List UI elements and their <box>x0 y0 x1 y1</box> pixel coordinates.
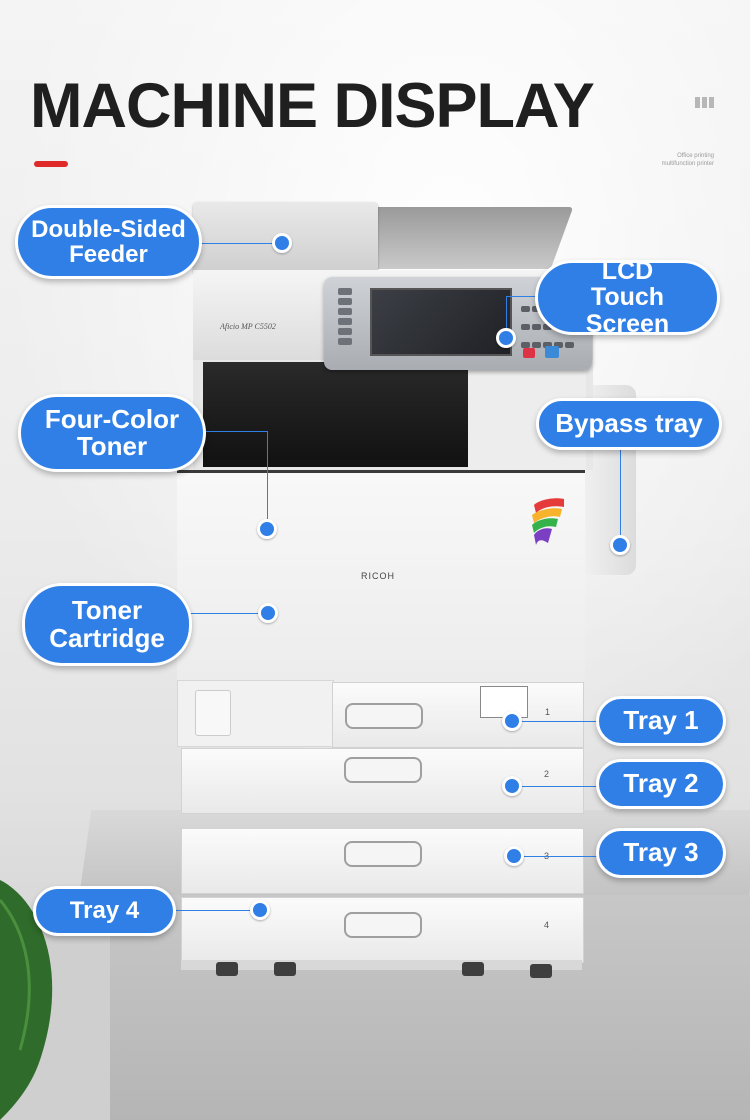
paper-tray-4: 4 <box>181 897 584 963</box>
callout-toner-cartridge[interactable]: Toner Cartridge <box>22 583 192 666</box>
feeder-connector-line <box>200 243 282 244</box>
tray-4-handle <box>344 912 422 938</box>
lcd-dot-icon[interactable] <box>496 328 516 348</box>
left-inset <box>195 690 231 736</box>
plant-leaf-icon <box>0 880 53 1120</box>
tray-4-number: 4 <box>544 920 550 930</box>
tray-1-sticker <box>480 686 528 718</box>
title-underline <box>34 161 68 167</box>
paper-tray-3: 3 <box>181 828 584 894</box>
tray-3-handle <box>344 841 422 867</box>
callout-bypass-tray[interactable]: Bypass tray <box>536 398 722 450</box>
tray-2-dot-icon[interactable] <box>502 776 522 796</box>
rainbow-logo-icon <box>532 498 564 545</box>
bypass-connector-line <box>620 447 621 545</box>
callout-tray-1[interactable]: Tray 1 <box>596 696 726 746</box>
feeder-dot-icon[interactable] <box>272 233 292 253</box>
tray-3-connector-line <box>514 856 598 857</box>
tray-1-handle <box>345 703 423 729</box>
toner-connector-line <box>205 431 267 432</box>
callout-double-sided-feeder[interactable]: Double-Sided Feeder <box>15 205 202 279</box>
callout-four-color-toner[interactable]: Four-Color Toner <box>18 394 206 472</box>
tray-1-number: 1 <box>545 707 551 717</box>
wheel <box>462 962 484 976</box>
brand-label: RICOH <box>361 571 395 581</box>
wheel <box>216 962 238 976</box>
start-button <box>545 346 559 358</box>
tray-1-connector-line <box>512 721 598 722</box>
tray-4-dot-icon[interactable] <box>250 900 270 920</box>
tray-1-dot-icon[interactable] <box>502 711 522 731</box>
callout-lcd-touch-screen[interactable]: LCD Touch Screen <box>535 258 720 337</box>
toner-dot-icon[interactable] <box>257 519 277 539</box>
output-bay <box>203 362 468 467</box>
stop-button <box>523 348 535 358</box>
page-title: MACHINE DISPLAY <box>30 71 595 141</box>
cartridge-connector-line <box>190 613 268 614</box>
lcd-connector-line <box>506 296 536 297</box>
panel-buttons <box>338 285 360 355</box>
tray-2-handle <box>344 757 422 783</box>
side-note: Office printing multifunction printer <box>640 152 714 168</box>
lcd-screen <box>370 288 512 356</box>
callout-tray-3[interactable]: Tray 3 <box>596 828 726 878</box>
toner-connector-line-vertical <box>267 431 268 529</box>
paper-tray-2: 2 <box>181 748 584 814</box>
tray-4-connector-line <box>174 910 260 911</box>
side-note-line-2: multifunction printer <box>661 161 714 167</box>
side-note-line-1: Office printing <box>677 153 714 159</box>
menu-bars-icon <box>695 95 717 108</box>
lcd-connector-line-vertical <box>506 296 507 338</box>
bypass-dot-icon[interactable] <box>610 535 630 555</box>
printer-base <box>181 960 582 970</box>
tray-2-number: 2 <box>544 769 550 779</box>
tray-2-connector-line <box>512 786 598 787</box>
model-label: Aficio MP C5502 <box>220 322 276 331</box>
callout-tray-4[interactable]: Tray 4 <box>33 886 176 936</box>
tray-3-dot-icon[interactable] <box>504 846 524 866</box>
wheel <box>274 962 296 976</box>
callout-tray-2[interactable]: Tray 2 <box>596 759 726 809</box>
cartridge-dot-icon[interactable] <box>258 603 278 623</box>
paper-tray-1: 1 <box>332 682 584 748</box>
main-body-front <box>177 470 585 683</box>
wheel <box>530 964 552 978</box>
